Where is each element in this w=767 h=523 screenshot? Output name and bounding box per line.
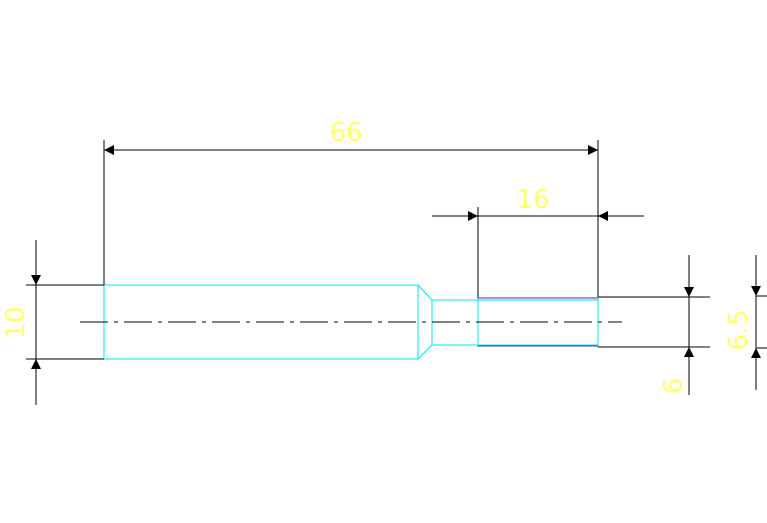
dim-10-text: 10 <box>1 306 31 339</box>
dimension-6-5: 6.5 <box>724 255 767 390</box>
dimension-66: 66 <box>104 118 598 155</box>
taper-top <box>417 284 433 301</box>
dimension-16: 16 <box>432 185 644 221</box>
extension-lines <box>26 140 710 360</box>
dim-6-text: 6 <box>659 378 689 395</box>
dimension-10: 10 <box>1 240 41 405</box>
dim-6-5-text: 6.5 <box>724 309 754 350</box>
highlight-edges <box>478 297 598 347</box>
dimension-6: 6 <box>659 255 694 395</box>
dim-66-text: 66 <box>329 118 362 148</box>
dim-16-text: 16 <box>516 185 549 215</box>
taper-bottom <box>417 344 433 360</box>
